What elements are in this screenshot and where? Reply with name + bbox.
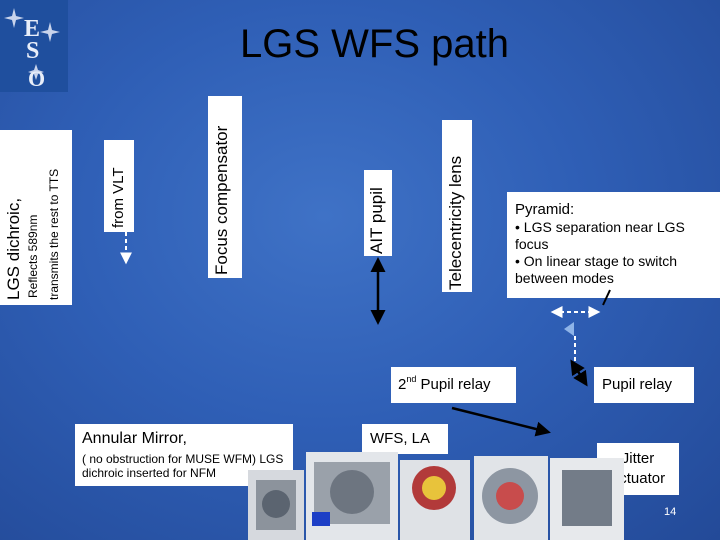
eso-logo-icon: E S O O <box>4 8 60 91</box>
pyramid-box <box>507 192 720 298</box>
instrument-thumbnail-3 <box>400 460 470 540</box>
instrument-thumbnail-4 <box>474 456 548 540</box>
pyramid-bullets: • LGS separation near LGS focus • On lin… <box>515 219 720 287</box>
second-pupil-relay-box <box>391 367 516 403</box>
vlt-label-box <box>104 140 134 232</box>
stage-marker-icon <box>564 322 574 336</box>
pyramid-title: Pyramid: <box>515 201 575 218</box>
instrument-thumbnail-2 <box>306 452 398 540</box>
instrument-thumbnail-5 <box>550 458 624 540</box>
pupil-relay-label: Pupil relay <box>602 376 673 393</box>
second-pupil-relay-suffix: Pupil relay <box>416 376 491 393</box>
second-pupil-relay-prefix: 2 <box>398 376 407 393</box>
pupil-relay-box <box>594 367 694 403</box>
wfs-la-arrow <box>451 406 551 437</box>
wfs-la-box <box>362 424 448 454</box>
svg-text:S: S <box>26 38 39 64</box>
second-pupil-relay-label: 2nd Pupil relay <box>398 374 491 393</box>
page-title: LGS WFS path <box>240 22 509 66</box>
jitter-actuator-label: Jitter actuator <box>610 450 666 487</box>
pyramid-bullet: • On linear stage to switch between mode… <box>515 253 678 286</box>
svg-text:E: E <box>24 16 40 42</box>
wfs-la-label: WFS, LA <box>370 430 431 447</box>
focus-compensator-box <box>208 96 242 278</box>
svg-text:O: O <box>28 66 45 91</box>
second-pupil-relay-sup: nd <box>406 374 417 384</box>
telecentricity-lens-box <box>442 120 472 292</box>
annular-mirror-note: ( no obstruction for MUSE WFM) LGS dichr… <box>82 452 284 480</box>
page-number: 14 <box>664 506 677 518</box>
instrument-thumbnail-1 <box>248 470 304 540</box>
eso-logo: E S O O <box>0 0 68 92</box>
instrument-thumbnails <box>248 452 624 540</box>
ait-pupil-box <box>364 170 392 256</box>
pupil-relay-arrow <box>570 359 588 387</box>
pyramid-pointer <box>602 289 611 306</box>
annular-mirror-title: Annular Mirror, <box>82 430 187 447</box>
pyramid-bullet: • LGS separation near LGS focus <box>515 219 685 252</box>
dichroic-label-box <box>0 130 72 305</box>
